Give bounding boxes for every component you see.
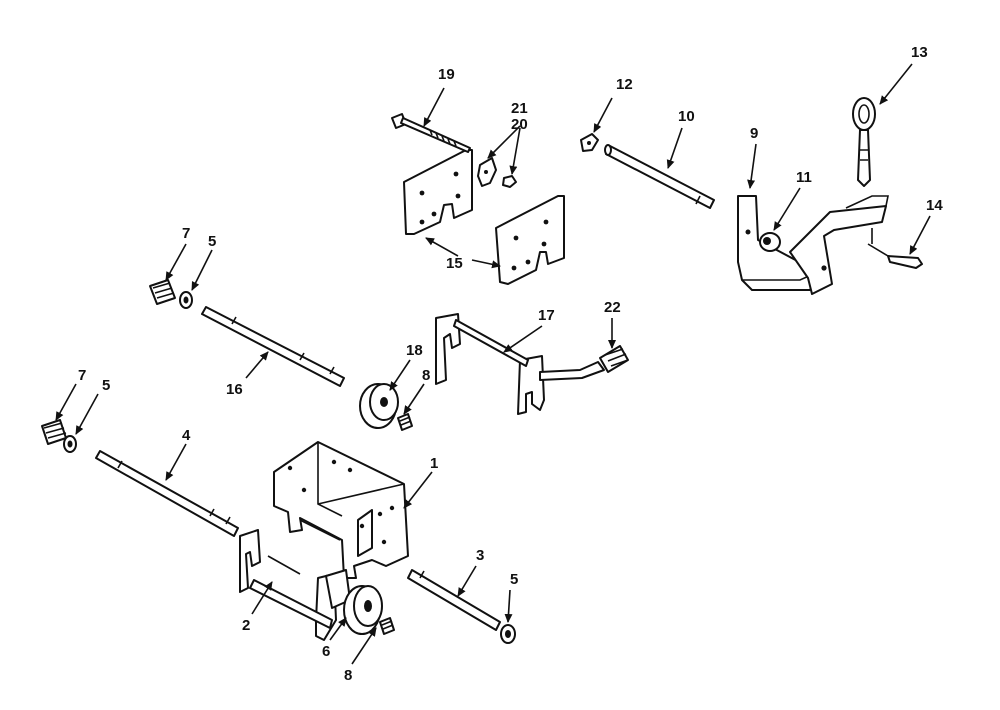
callout-6: 6 [322, 643, 330, 660]
callout-18: 18 [406, 342, 423, 359]
washer-lower-left [63, 435, 77, 453]
handle-grip [599, 345, 629, 373]
bushing [759, 232, 781, 252]
callout-16: 16 [226, 381, 243, 398]
pulley-upper [359, 383, 399, 429]
callout-14: 14 [926, 197, 943, 214]
lever-lower [239, 529, 351, 641]
callout-8-upper: 8 [422, 367, 430, 384]
shaft-lower [95, 450, 239, 537]
main-bracket [267, 441, 409, 579]
callout-7-upper: 7 [182, 225, 190, 242]
bolt [391, 113, 471, 153]
nut-small [502, 175, 517, 188]
washer-upper [179, 291, 193, 309]
retaining-clip [477, 157, 497, 187]
hitch-bracket [789, 195, 889, 295]
callout-3: 3 [476, 547, 484, 564]
callout-7-lower: 7 [78, 367, 86, 384]
callout-19: 19 [438, 66, 455, 83]
rod-lower [407, 569, 501, 631]
callout-15: 15 [446, 255, 463, 272]
callout-2: 2 [242, 617, 250, 634]
callout-5-lower-left: 5 [102, 377, 110, 394]
callout-5-upper: 5 [208, 233, 216, 250]
callout-12: 12 [616, 76, 633, 93]
mounting-plate-rear [495, 195, 565, 285]
mounting-plate-front [403, 149, 473, 235]
callout-13: 13 [911, 44, 928, 61]
callout-21: 21 [511, 100, 528, 117]
cotter-pin [867, 228, 923, 269]
setscrew-upper [397, 413, 413, 431]
callout-20: 20 [511, 116, 528, 133]
setscrew-lower [379, 617, 395, 635]
callout-10: 10 [678, 108, 695, 125]
callout-1: 1 [430, 455, 438, 472]
washer-lower-right [500, 624, 516, 644]
callout-11: 11 [796, 169, 812, 186]
spring-upper [149, 279, 176, 305]
snap-ring [580, 133, 599, 152]
callout-labels: 19 21 20 12 10 9 11 13 14 15 7 5 16 17 2… [78, 44, 943, 684]
pivot-rod [604, 144, 715, 209]
shaft-upper [201, 306, 345, 387]
eye-bolt [852, 97, 876, 187]
callout-9: 9 [750, 125, 758, 142]
callout-17: 17 [538, 307, 555, 324]
callout-5-lower-right: 5 [510, 571, 518, 588]
pulley-lower [343, 585, 383, 635]
callout-8-lower: 8 [344, 667, 352, 684]
callout-4: 4 [182, 427, 191, 444]
spring-lower [41, 419, 67, 445]
callout-22: 22 [604, 299, 621, 316]
lever-upper [435, 313, 605, 415]
leader-lines [55, 63, 931, 665]
